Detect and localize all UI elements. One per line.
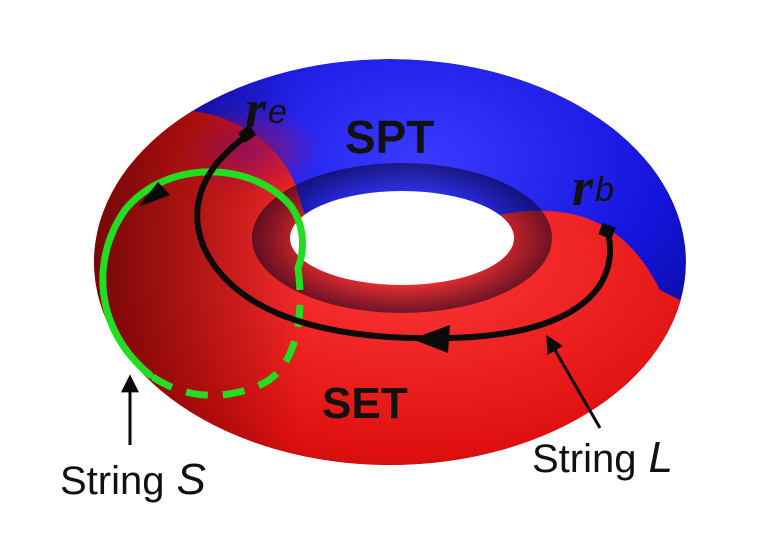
string-s-arrowhead xyxy=(138,182,170,207)
endpoint-rb-marker xyxy=(598,222,616,240)
label-r-e: re xyxy=(245,79,287,139)
string-l-path xyxy=(194,125,616,353)
string-l-arrowhead xyxy=(412,325,450,353)
pointer-arrows xyxy=(121,334,602,445)
string-s-dashed xyxy=(147,267,304,399)
pointer-arrow-l xyxy=(546,334,602,429)
torus-surface xyxy=(94,59,686,465)
string-l-curve xyxy=(194,132,613,342)
string-s-solid xyxy=(99,168,306,379)
label-set: SET xyxy=(322,379,408,428)
label-spt: SPT xyxy=(345,111,434,163)
label-r-b: rb xyxy=(572,157,614,217)
endpoint-re-marker xyxy=(237,125,257,143)
string-s-loop xyxy=(99,168,306,399)
